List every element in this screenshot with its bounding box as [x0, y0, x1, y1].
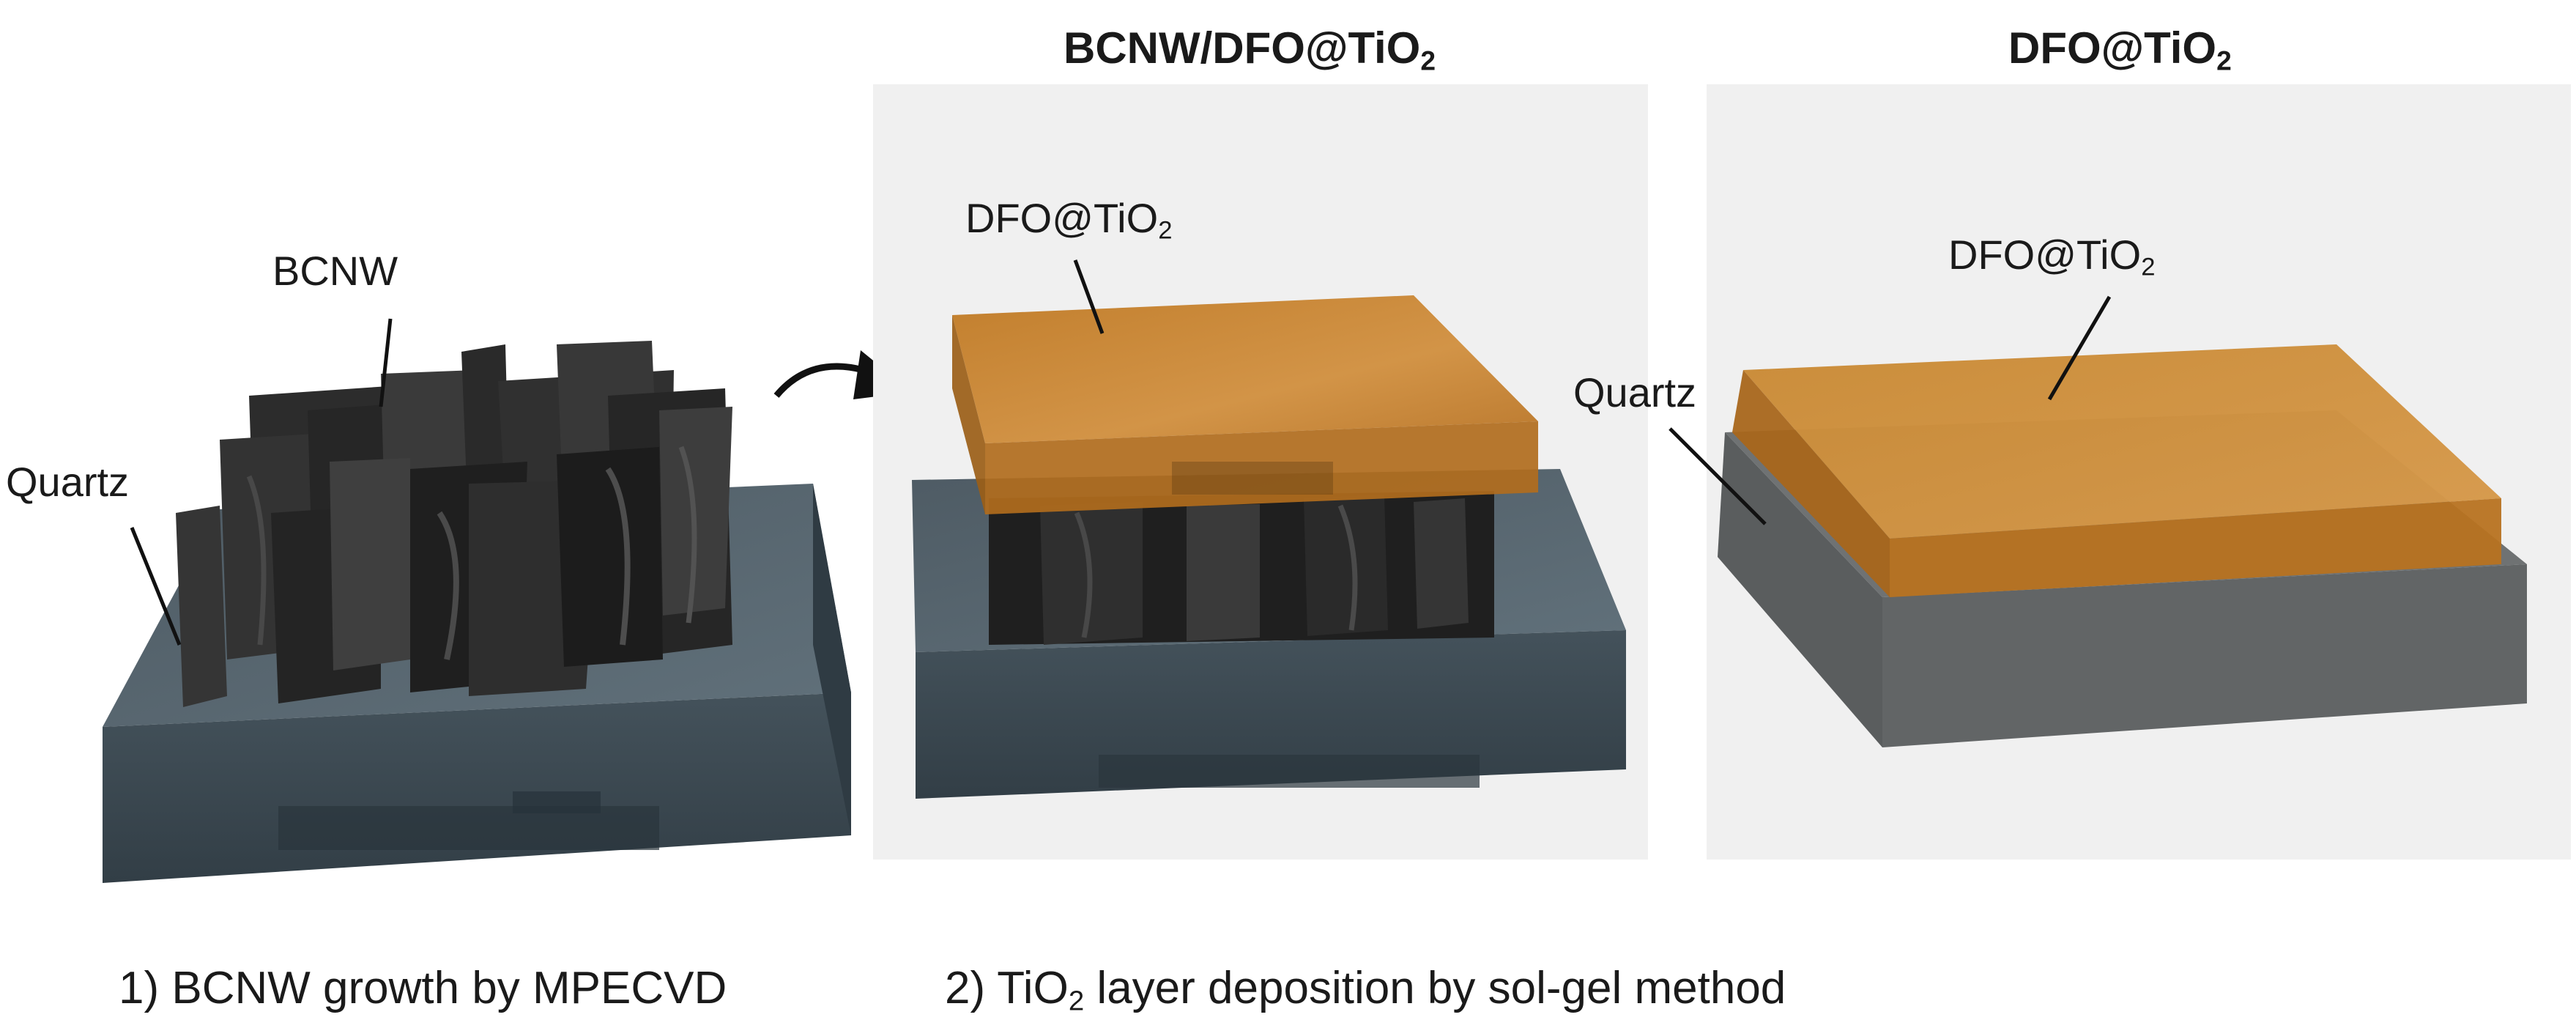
middle-film-side [952, 315, 985, 514]
right-block-side [1718, 432, 1882, 747]
label-bcnw: BCNW [272, 248, 398, 294]
right-block-front [1882, 564, 2527, 747]
bcnw-nanowalls [176, 341, 732, 707]
left-sample [103, 318, 851, 883]
left-bcnw-leader [379, 318, 393, 407]
left-quartz-leader [130, 527, 182, 646]
right-sample [1669, 295, 2527, 747]
label-right-quartz: Quartz [1573, 369, 1697, 415]
right-panel-title: DFO@TiO2 [2008, 23, 2232, 76]
right-film-front [1890, 498, 2501, 597]
middle-film-leader [1073, 259, 1105, 334]
middle-film-front [985, 421, 1538, 514]
caption-step1: 1) BCNW growth by MPECVD [119, 963, 727, 1013]
label-right-film: DFO@TiO2 [1948, 232, 2156, 281]
middle-film-top [952, 295, 1538, 443]
right-quartz-leader [1669, 427, 1767, 525]
left-quartz-side [813, 484, 851, 835]
label-middle-film: DFO@TiO2 [965, 195, 1173, 245]
right-film-side [1732, 370, 1890, 597]
middle-sample [912, 259, 1626, 799]
middle-panel-title: BCNW/DFO@TiO2 [1064, 23, 1436, 76]
right-film-top [1743, 344, 2501, 539]
label-left-quartz: Quartz [6, 459, 130, 505]
caption-step2: 2) TiO2 layer deposition by sol-gel meth… [945, 963, 1786, 1017]
middle-nanowalls [989, 491, 1494, 645]
right-film-leader [2047, 295, 2112, 401]
